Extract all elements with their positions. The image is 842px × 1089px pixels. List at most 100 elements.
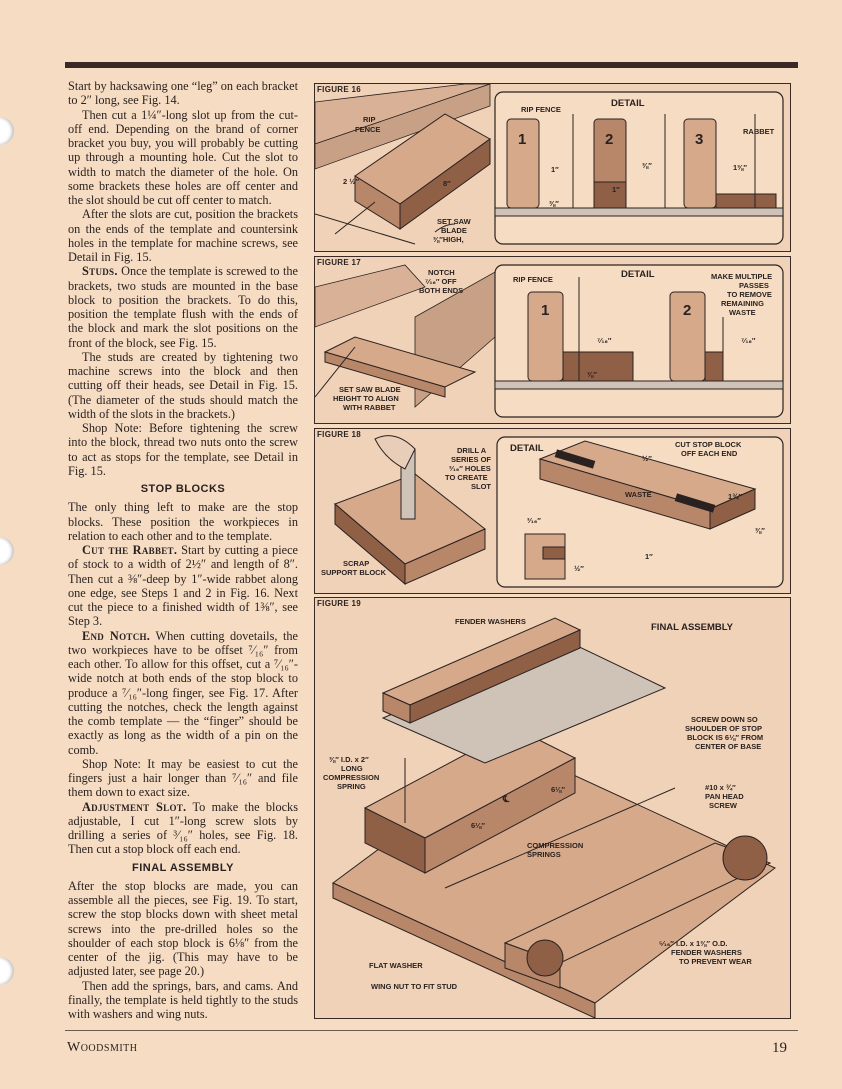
fig17-mm-2: PASSES bbox=[739, 281, 769, 290]
fig19-pan-1: #10 x ¾″ bbox=[705, 783, 736, 792]
figure-19-label: FIGURE 19 bbox=[317, 599, 362, 608]
fig19-dim-61a: 6⅛″ bbox=[551, 785, 565, 794]
paragraph: Shop Note: It may be easiest to cut the … bbox=[68, 756, 298, 800]
magazine-name: Woodsmith bbox=[67, 1040, 138, 1055]
fig18-dim-38: ⅜″ bbox=[755, 526, 765, 535]
fig18-detail-title: DETAIL bbox=[510, 443, 544, 454]
fig19-pan-3: SCREW bbox=[709, 801, 738, 810]
fig18-dim-1: 1″ bbox=[645, 552, 653, 561]
fig17-notch-2: ⁷⁄₁₆″ OFF bbox=[425, 277, 457, 286]
paragraph: Then cut a 1¼″-long slot up from the cut… bbox=[68, 107, 298, 208]
fig18-scrap-2: SUPPORT BLOCK bbox=[321, 568, 387, 577]
fig18-dim-316: ³⁄₁₆″ bbox=[527, 516, 541, 525]
fig19-fender: FENDER WASHERS bbox=[455, 617, 526, 626]
fig19-final-title: FINAL ASSEMBLY bbox=[651, 622, 734, 633]
fig19-wing-nut: WING NUT TO FIT STUD bbox=[371, 982, 458, 991]
fig16-step-3: 3 bbox=[695, 131, 703, 148]
fig17-dim-1: ⁷⁄₁₆″ bbox=[597, 336, 612, 345]
fig18-drill-3: ³⁄₁₆″ HOLES bbox=[449, 464, 491, 473]
fig17-dim-3: ⁷⁄₁₆″ bbox=[741, 336, 756, 345]
fig17-saw-1: SET SAW BLADE bbox=[339, 385, 401, 394]
run-in-head: Studs. bbox=[82, 264, 118, 279]
fig16-label-rip: RIP bbox=[363, 115, 376, 124]
fig16-dim-2: ⅜″ bbox=[549, 199, 559, 208]
fig18-scrap-1: SCRAP bbox=[343, 559, 369, 568]
fig16-step-2: 2 bbox=[605, 131, 613, 148]
fig18-cut-1: CUT STOP BLOCK bbox=[675, 440, 742, 449]
fig19-dim-61b: 6⅛″ bbox=[471, 821, 485, 830]
fig16-detail-ripfence: RIP FENCE bbox=[521, 105, 561, 114]
fig17-mm-5: WASTE bbox=[729, 308, 756, 317]
fig16-dim-5: 1⅜″ bbox=[733, 163, 747, 172]
run-in-head: Adjustment Slot. bbox=[82, 799, 187, 814]
section-heading: STOP BLOCKS bbox=[140, 483, 226, 495]
binder-hole bbox=[0, 957, 14, 985]
fig17-notch-3: BOTH ENDS bbox=[419, 286, 463, 295]
fig17-saw-2: HEIGHT TO ALIGN bbox=[333, 394, 399, 403]
paragraph-notch: End Notch. When cutting dovetails, the t… bbox=[68, 628, 298, 757]
fig16-dim-3: ⅜″ bbox=[642, 161, 652, 170]
fig19-pan-2: PAN HEAD bbox=[705, 792, 744, 801]
fig17-mm-3: TO REMOVE bbox=[727, 290, 772, 299]
fig16-step-1: 1 bbox=[518, 131, 526, 148]
fig19-screw-1: SCREW DOWN SO bbox=[691, 715, 758, 724]
fig16-dim-4: 1″ bbox=[612, 185, 620, 194]
paragraph: The studs are created by tightening two … bbox=[68, 349, 298, 421]
fig18-drill-2: SERIES OF bbox=[451, 455, 491, 464]
figure-16-drawing: RIP FENCE 2 ½″ 8″ SET SAW BLADE ⅜″HIGH, … bbox=[315, 84, 784, 245]
fig17-detail-ripfence: RIP FENCE bbox=[513, 275, 553, 284]
binder-hole bbox=[0, 117, 14, 145]
paragraph: The only thing left to make are the stop… bbox=[68, 500, 298, 543]
fig17-dim-2: ⅜″ bbox=[587, 370, 597, 379]
section-heading: FINAL ASSEMBLY bbox=[132, 861, 234, 874]
paragraph: Then add the springs, bars, and cams. An… bbox=[68, 978, 298, 1022]
fig16-detail-title: DETAIL bbox=[611, 98, 645, 109]
paragraph: Shop Note: Before tightening the screw i… bbox=[68, 421, 298, 478]
fig18-cut-2: OFF EACH END bbox=[681, 449, 738, 458]
fig19-fw-2: FENDER WASHERS bbox=[671, 948, 742, 957]
figure-18: DRILL A SERIES OF ³⁄₁₆″ HOLES TO CREATE … bbox=[314, 428, 791, 594]
fig18-waste: WASTE bbox=[625, 490, 652, 499]
fig16-dim-1: 1″ bbox=[551, 165, 559, 174]
figure-19-drawing: FENDER WASHERS FINAL ASSEMBLY SCREW DOWN… bbox=[323, 617, 776, 1018]
fig16-blade: BLADE bbox=[441, 226, 467, 235]
paragraph: Start by hacksawing one “leg” on each br… bbox=[68, 79, 298, 108]
fig17-step-1: 1 bbox=[541, 302, 549, 319]
fig16-high: ⅜″HIGH, bbox=[433, 235, 464, 244]
fig17-mm-1: MAKE MULTIPLE bbox=[711, 272, 772, 281]
fig18-drill-5: SLOT bbox=[471, 482, 491, 491]
fig19-screw-2: SHOULDER OF STOP bbox=[685, 724, 762, 733]
fig16-dim-length: 8″ bbox=[443, 179, 451, 188]
fig18-dim-half2: ½″ bbox=[574, 564, 584, 573]
fig19-flat-washer: FLAT WASHER bbox=[369, 961, 423, 970]
binder-hole bbox=[0, 537, 14, 565]
figure-16: RIP FENCE 2 ½″ 8″ SET SAW BLADE ⅜″HIGH, … bbox=[314, 83, 791, 252]
paragraph: After the slots are cut, position the br… bbox=[68, 207, 298, 264]
fig17-saw-3: WITH RABBET bbox=[343, 403, 396, 412]
fig19-fw-3: TO PREVENT WEAR bbox=[679, 957, 752, 966]
figure-18-drawing: DRILL A SERIES OF ³⁄₁₆″ HOLES TO CREATE … bbox=[321, 435, 784, 588]
fig19-screw-3: BLOCK IS 6⅛″ FROM bbox=[687, 733, 763, 742]
fig19-centerline: ℄ bbox=[502, 794, 510, 805]
fig19-screw-4: CENTER OF BASE bbox=[695, 742, 761, 751]
fig19-comp-2: SPRINGS bbox=[527, 850, 561, 859]
fig19-spring-1: ⅜″ I.D. x 2″ bbox=[329, 755, 369, 764]
fig18-drill-4: TO CREATE bbox=[445, 473, 488, 482]
fig16-dim-width: 2 ½″ bbox=[343, 177, 360, 186]
run-in-head: End Notch. bbox=[82, 628, 151, 643]
figure-17-drawing: NOTCH ⁷⁄₁₆″ OFF BOTH ENDS SET SAW BLADE … bbox=[315, 264, 784, 418]
figure-17-label: FIGURE 17 bbox=[317, 258, 362, 267]
paragraph: After the stop blocks are made, you can … bbox=[68, 878, 298, 979]
fig19-spring-2: LONG bbox=[341, 764, 363, 773]
fig19-spring-4: SPRING bbox=[337, 782, 366, 791]
fig16-set-saw: SET SAW bbox=[437, 217, 472, 226]
figure-19: FENDER WASHERS FINAL ASSEMBLY SCREW DOWN… bbox=[314, 597, 791, 1019]
fig19-comp-1: COMPRESSION bbox=[527, 841, 583, 850]
paragraph-studs: Studs. Once the template is screwed to t… bbox=[68, 264, 298, 350]
paragraph-rabbet: Cut the Rabbet. Start by cutting a piece… bbox=[68, 543, 298, 629]
fig18-dim-134: 1¾″ bbox=[728, 492, 742, 501]
article-text-column: Start by hacksawing one “leg” on each br… bbox=[68, 79, 298, 1021]
figure-16-label: FIGURE 16 bbox=[317, 85, 362, 94]
run-in-head: Cut the Rabbet. bbox=[82, 543, 178, 557]
figure-18-label: FIGURE 18 bbox=[317, 430, 362, 439]
